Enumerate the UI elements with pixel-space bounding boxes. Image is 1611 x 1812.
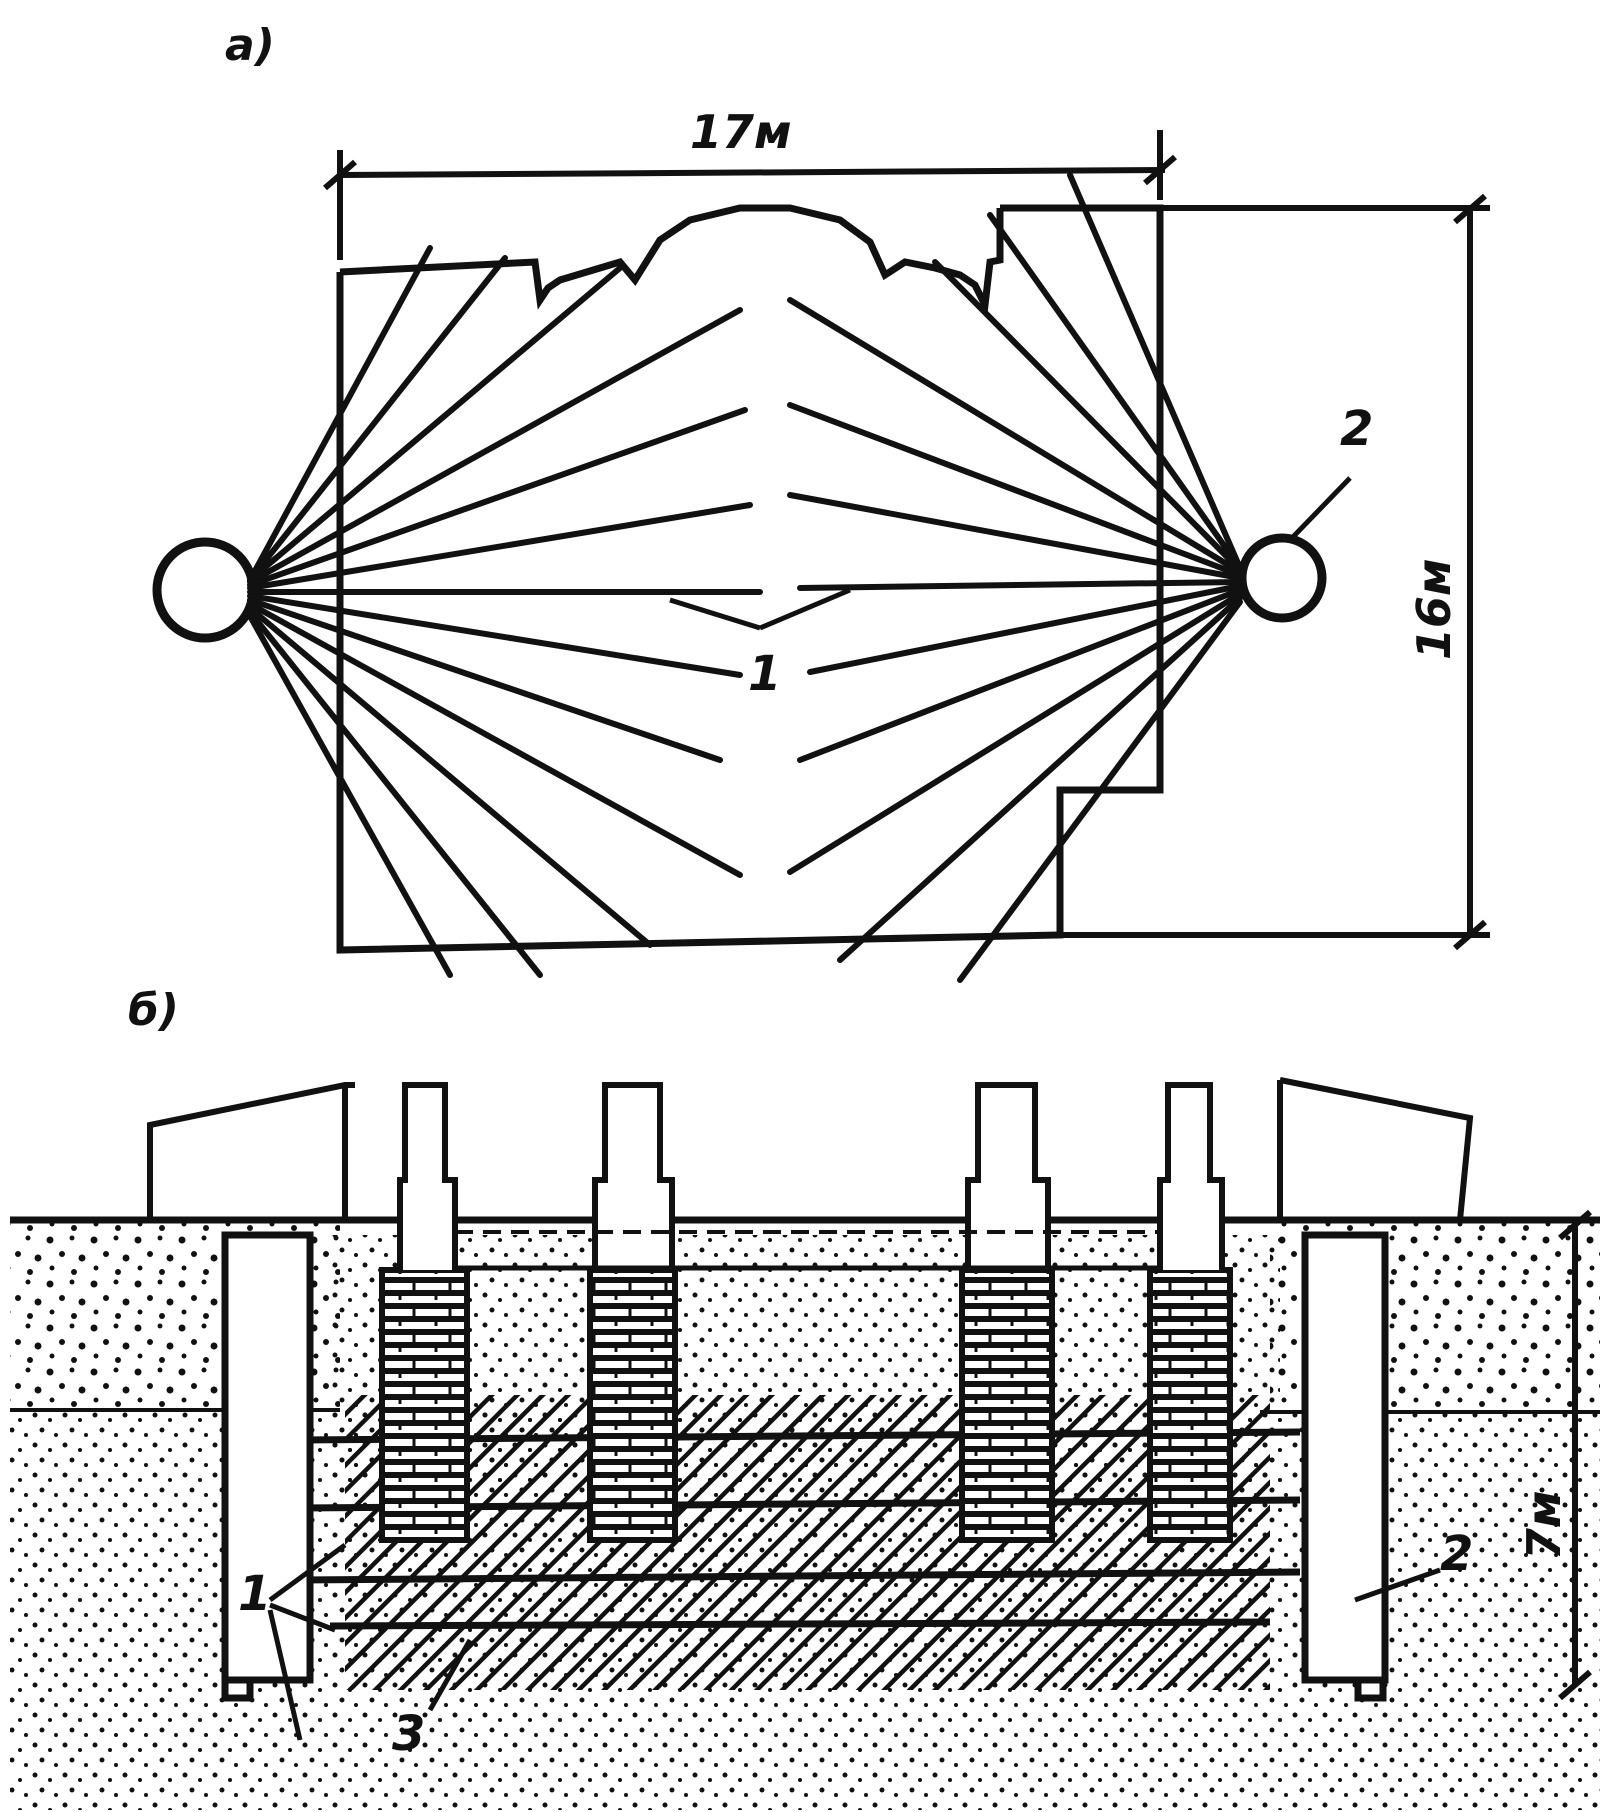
well-left [152, 537, 258, 643]
well-shelters [147, 1077, 1474, 1221]
callout-2-label: 2 [1340, 401, 1373, 457]
callout-b3-leader [427, 1638, 473, 1712]
treated-soil-layer [345, 1395, 1270, 1690]
callout-1-label: 1 [748, 646, 781, 702]
callout-b2-label: 2 [1440, 1526, 1473, 1582]
dimension-depth-label: 7м [1517, 1490, 1571, 1560]
panel-label-b: б) [128, 985, 179, 1036]
panel-label-a: a) [225, 20, 275, 71]
callout-b1-leaders [267, 1542, 347, 1741]
callout-b2-leader [1354, 1567, 1441, 1603]
section-view: б) [10, 985, 1600, 1810]
dimension-width-label: 17м [690, 105, 792, 159]
foundations [379, 1267, 1233, 1543]
callout-2-leader [1288, 476, 1352, 542]
plan-view: a) 17м 16м [152, 20, 1490, 983]
callout-b3-label: 3 [392, 1706, 425, 1762]
dimension-height-label: 16м [1407, 558, 1461, 660]
depth-dimension [1558, 1209, 1592, 1701]
well-right [1237, 533, 1327, 623]
floor-slab [455, 1230, 1160, 1271]
width-dimension [323, 130, 1177, 260]
well-shaft-right [1301, 1231, 1389, 1702]
building-outline [336, 204, 1164, 954]
electrode-fan-left [247, 245, 763, 978]
callout-1-leader [669, 587, 851, 631]
well-shaft-left [221, 1231, 314, 1702]
columns [397, 1082, 1225, 1270]
callout-b1-label: 1 [238, 1566, 271, 1622]
electrode-fan-right [787, 172, 1243, 983]
